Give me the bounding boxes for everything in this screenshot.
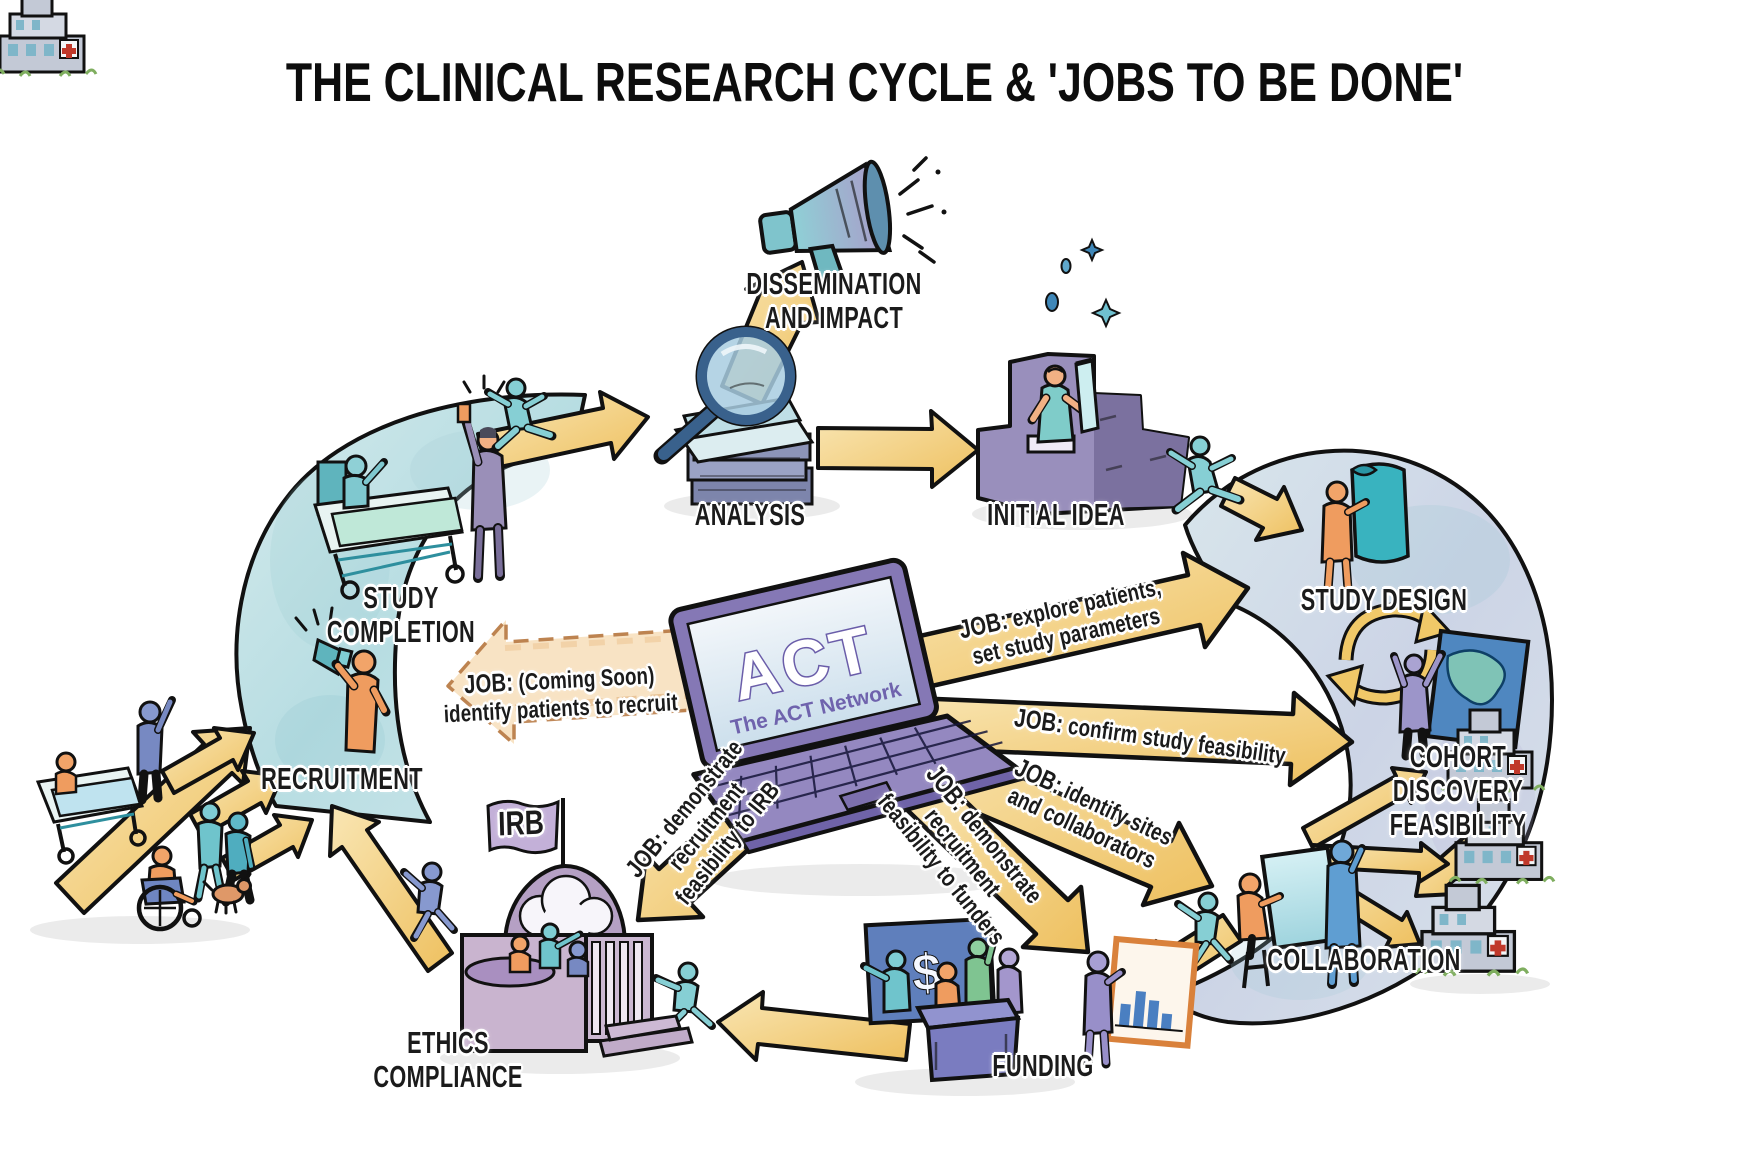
magnifier-icon bbox=[653, 325, 797, 465]
bar-chart-presenter bbox=[1082, 935, 1200, 1071]
study-design-figure bbox=[1320, 462, 1410, 595]
page-title: THE CLINICAL RESEARCH CYCLE & 'JOBS TO B… bbox=[285, 51, 1464, 113]
funding-scene: $ bbox=[860, 916, 1024, 1083]
scientist-figure bbox=[1027, 357, 1100, 444]
stage-label-funding: FUNDING bbox=[992, 1047, 1094, 1083]
stage-label-collaboration: COLLABORATION bbox=[1267, 941, 1461, 977]
stage-label-initial-idea: INITIAL IDEA bbox=[987, 496, 1125, 532]
arrow-completion-to-analysis bbox=[476, 390, 650, 472]
ethics-review-figures bbox=[508, 922, 590, 978]
idea-rock bbox=[976, 352, 1190, 516]
arrow-to-site-1 bbox=[1301, 766, 1428, 850]
job-prefix: JOB: bbox=[1012, 702, 1066, 739]
ethics-building bbox=[460, 798, 694, 1058]
arrow-analysis-to-idea bbox=[816, 409, 980, 489]
runner-to-analysis bbox=[484, 377, 557, 453]
stage-label-cohort: COHORT DISCOVERY FEASIBILITY bbox=[1389, 738, 1527, 843]
study-completion-scene bbox=[313, 374, 508, 600]
stage-label-study-design: STUDY DESIGN bbox=[1300, 581, 1468, 617]
wheelchair-person bbox=[136, 845, 202, 932]
job-arrow-funding bbox=[899, 768, 1091, 955]
runner-to-ethics bbox=[652, 961, 716, 1036]
waving-person bbox=[136, 696, 176, 805]
patient-group bbox=[35, 696, 256, 932]
doctor-figure bbox=[456, 374, 508, 583]
dog bbox=[202, 867, 253, 915]
stage-label-dissemination: DISSEMINATION AND IMPACT bbox=[746, 265, 922, 335]
bed-patient bbox=[35, 751, 147, 865]
stage-label-recruitment: RECRUITMENT bbox=[261, 760, 423, 796]
runner-to-recruitment bbox=[400, 861, 458, 942]
runner-to-design bbox=[1166, 435, 1245, 515]
laptop-illustration: ACT The ACT Network bbox=[668, 557, 1026, 855]
irb-flag bbox=[486, 799, 560, 855]
stage-label-study-completion: STUDY COMPLETION bbox=[326, 579, 476, 649]
sound-rays bbox=[898, 156, 936, 264]
cycle-icon bbox=[1325, 600, 1453, 708]
job-label-coming-soon: JOB: (Coming Soon) identify patients to … bbox=[442, 659, 679, 729]
irb-flag-label: IRB bbox=[497, 803, 545, 844]
keyboard-grid bbox=[712, 719, 1003, 821]
patient-head bbox=[344, 454, 368, 478]
stage-label-ethics: ETHICS COMPLIANCE bbox=[373, 1024, 523, 1094]
arrow-idea-to-design bbox=[1219, 476, 1304, 542]
idea-sparkles bbox=[1045, 237, 1122, 329]
stage-label-analysis: ANALYSIS bbox=[694, 496, 806, 532]
hospital-buildings bbox=[0, 0, 1556, 978]
cohort-map-figure bbox=[1390, 628, 1531, 761]
collaboration-figures bbox=[1236, 839, 1366, 989]
job-prefix: JOB: bbox=[463, 666, 514, 700]
job-arrow-study-design bbox=[886, 550, 1251, 696]
recruitment-figure bbox=[294, 606, 391, 754]
arrow-patient-1 bbox=[160, 726, 256, 795]
megaphone-icon bbox=[758, 156, 947, 293]
